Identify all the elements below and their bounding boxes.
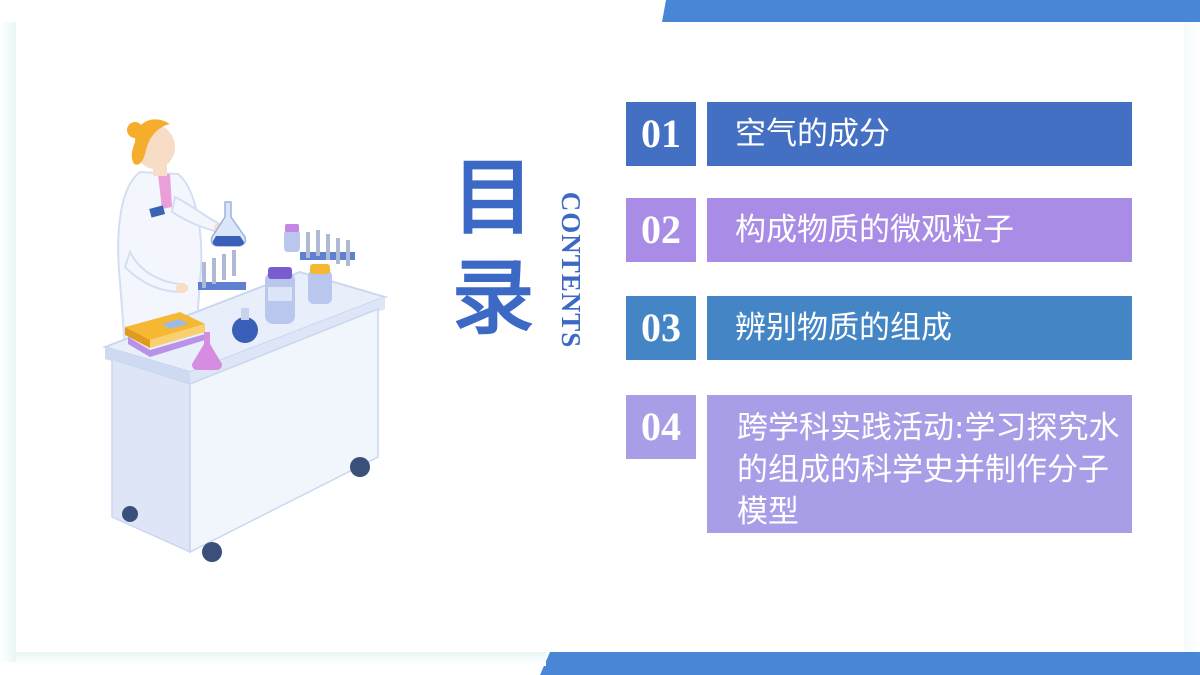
top-right-accent-bar — [662, 0, 1200, 22]
bottom-right-accent-bar — [540, 652, 1200, 675]
toc-item-label: 跨学科实践活动:学习探究水的组成的科学史并制作分子模型 — [707, 395, 1132, 533]
left-edge-shadow — [0, 22, 16, 662]
toc-item-label: 空气的成分 — [707, 102, 1132, 166]
toc-item-02[interactable]: 02 构成物质的微观粒子 — [626, 198, 1132, 262]
toc-item-number: 04 — [626, 395, 696, 459]
scientist-lab-cart-icon — [101, 119, 389, 562]
page-title: 目录 — [451, 150, 534, 346]
toc-item-01[interactable]: 01 空气的成分 — [626, 102, 1132, 166]
toc-item-label: 辨别物质的组成 — [707, 296, 1132, 360]
bottom-edge-shadow — [16, 652, 546, 666]
toc-item-number: 01 — [626, 102, 696, 166]
toc-item-number: 03 — [626, 296, 696, 360]
page-subtitle: CONTENTS — [556, 191, 586, 349]
right-edge-shadow — [1184, 22, 1200, 652]
toc-item-number: 02 — [626, 198, 696, 262]
toc-item-04[interactable]: 04 跨学科实践活动:学习探究水的组成的科学史并制作分子模型 — [626, 395, 1132, 533]
toc-item-03[interactable]: 03 辨别物质的组成 — [626, 296, 1132, 360]
toc-item-label: 构成物质的微观粒子 — [707, 198, 1132, 262]
